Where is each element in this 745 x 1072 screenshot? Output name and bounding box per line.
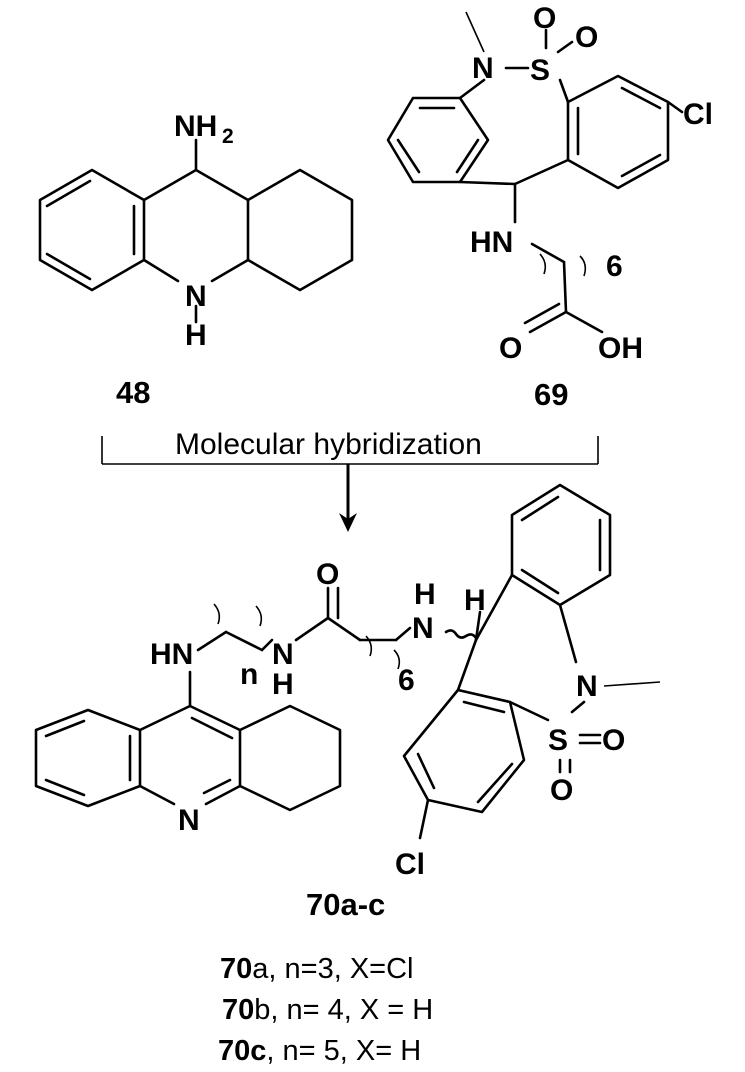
c69-s-label: S [530, 54, 550, 87]
reaction-arrow [339, 464, 357, 532]
c70-repeat-count: 6 [398, 664, 415, 697]
c69-oh-label: OH [598, 332, 643, 365]
c48-h-label: H [185, 319, 207, 352]
c69-o2-label: O [575, 21, 598, 54]
compound-70-label: 70a-c [306, 887, 385, 922]
c48-nh2-subscript: 2 [222, 125, 234, 148]
hybridization-caption: Molecular hybridization [175, 428, 482, 461]
c70-n-methyl-label: N [576, 670, 598, 703]
compound-48-structure [38, 138, 354, 324]
compound-70-structure [34, 483, 661, 840]
variant-70b: 70b, n= 4, X = H [222, 994, 433, 1026]
c69-o1-label: O [533, 2, 556, 35]
c70-amide-h-label: H [272, 668, 294, 701]
variant-70a-suffix: a [252, 953, 269, 985]
variant-70b-id: 70 [222, 994, 254, 1026]
compound-69-label: 69 [534, 377, 568, 412]
variant-70a-desc: , n=3, X=Cl [268, 953, 413, 985]
variant-70b-suffix: b [254, 994, 270, 1026]
compound-69-structure [386, 11, 684, 334]
c70-hn-left-label: HN [150, 638, 193, 671]
variant-70c-desc: , n= 5, X= H [266, 1035, 421, 1067]
c69-hn-label: HN [470, 226, 513, 259]
c70-n-repeat-label: n [240, 658, 258, 691]
c69-carbonyl-o-label: O [499, 332, 522, 365]
variant-70a-id: 70 [220, 953, 252, 985]
c70-carbonyl-o-label: O [316, 558, 339, 591]
c70-nh-right-n-label: N [412, 612, 434, 645]
c70-nh-right-h-label: H [414, 578, 436, 611]
hybridization-bracket [101, 436, 599, 465]
compound-48-label: 48 [116, 375, 150, 410]
variant-70c: 70c, n= 5, X= H [218, 1035, 421, 1067]
c69-repeat-count: 6 [606, 250, 623, 283]
c69-n-label: N [472, 52, 494, 85]
variant-70b-desc: , n= 4, X = H [270, 994, 433, 1026]
c70-o1-label: O [602, 724, 625, 757]
c48-nh2-label: NH [174, 110, 217, 143]
c48-n-label: N [185, 280, 207, 313]
c70-cl-label: Cl [395, 848, 425, 881]
c70-ch-h-label: H [464, 584, 486, 617]
c70-amide-n-label: N [272, 638, 294, 671]
variant-70a: 70a, n=3, X=Cl [220, 953, 414, 985]
c70-o2-label: O [550, 774, 573, 807]
variant-70c-id: 70c [218, 1035, 266, 1067]
c69-cl-label: Cl [683, 98, 713, 131]
c70-s-label: S [548, 724, 568, 757]
c70-ring-n-label: N [178, 804, 200, 837]
